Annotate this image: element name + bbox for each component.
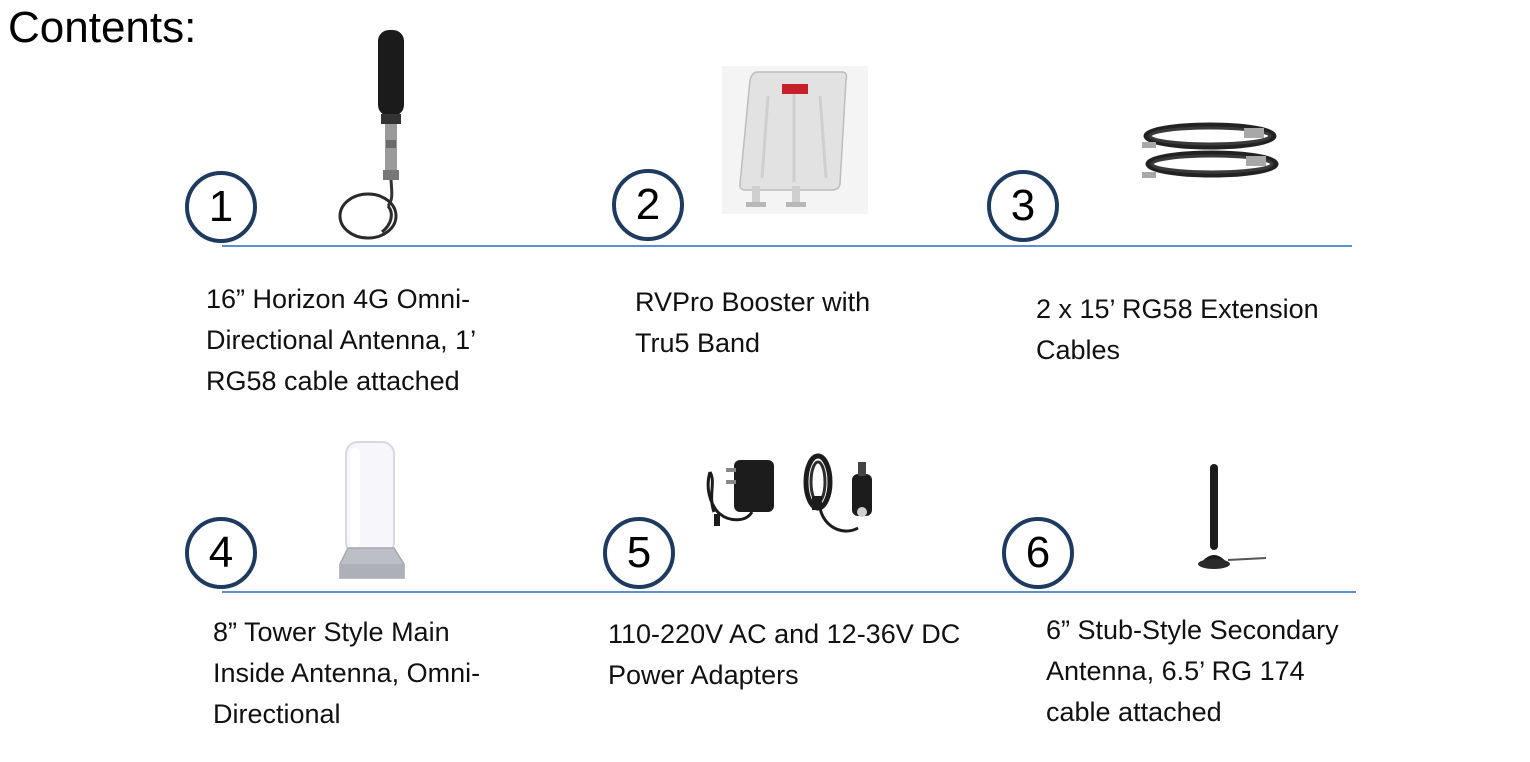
tower-antenna-image [339, 441, 405, 579]
stub-antenna-image [1198, 464, 1267, 569]
caption-line: Cables [1036, 335, 1121, 365]
item-number-3: 3 [987, 170, 1059, 242]
item-number-5: 5 [603, 517, 675, 589]
item-number-1: 1 [185, 171, 257, 243]
item-number-6: 6 [1002, 517, 1074, 589]
item-caption-1: 16” Horizon 4G Omni- Directional Antenna… [206, 279, 476, 402]
item-number-4: 4 [185, 517, 257, 589]
item-number-2: 2 [612, 169, 684, 241]
caption-line: 16” Horizon 4G Omni- [206, 284, 471, 314]
caption-line: Power Adapters [608, 660, 799, 690]
caption-line: 2 x 15’ RG58 Extension [1036, 294, 1319, 324]
caption-line: 110-220V AC and 12-36V DC [608, 619, 961, 649]
caption-line: 6” Stub-Style Secondary [1046, 615, 1339, 645]
item-caption-3: 2 x 15’ RG58 Extension Cables [1036, 289, 1319, 371]
caption-line: Directional [213, 699, 341, 729]
caption-line: Directional Antenna, 1’ [206, 325, 477, 355]
caption-line: cable attached [1046, 697, 1222, 727]
caption-line: 8” Tower Style Main [213, 617, 450, 647]
item-caption-2: RVPro Booster with Tru5 Band [635, 282, 870, 364]
caption-line: Inside Antenna, Omni- [213, 658, 481, 688]
stick-omni-antenna-image [338, 30, 404, 240]
row-1-divider [222, 245, 1352, 247]
caption-line: RG58 cable attached [206, 366, 460, 396]
caption-line: Tru5 Band [635, 328, 761, 358]
item-caption-4: 8” Tower Style Main Inside Antenna, Omni… [213, 612, 480, 735]
rvpro-booster-image [722, 66, 868, 214]
page-title: Contents: [8, 3, 197, 52]
row-2-divider [222, 591, 1356, 593]
item-caption-6: 6” Stub-Style Secondary Antenna, 6.5’ RG… [1046, 610, 1339, 733]
extension-cables-image [1142, 122, 1279, 178]
caption-line: Antenna, 6.5’ RG 174 [1046, 656, 1305, 686]
caption-line: RVPro Booster with [635, 287, 871, 317]
power-adapters-image [706, 453, 872, 533]
item-caption-5: 110-220V AC and 12-36V DC Power Adapters [608, 614, 960, 696]
